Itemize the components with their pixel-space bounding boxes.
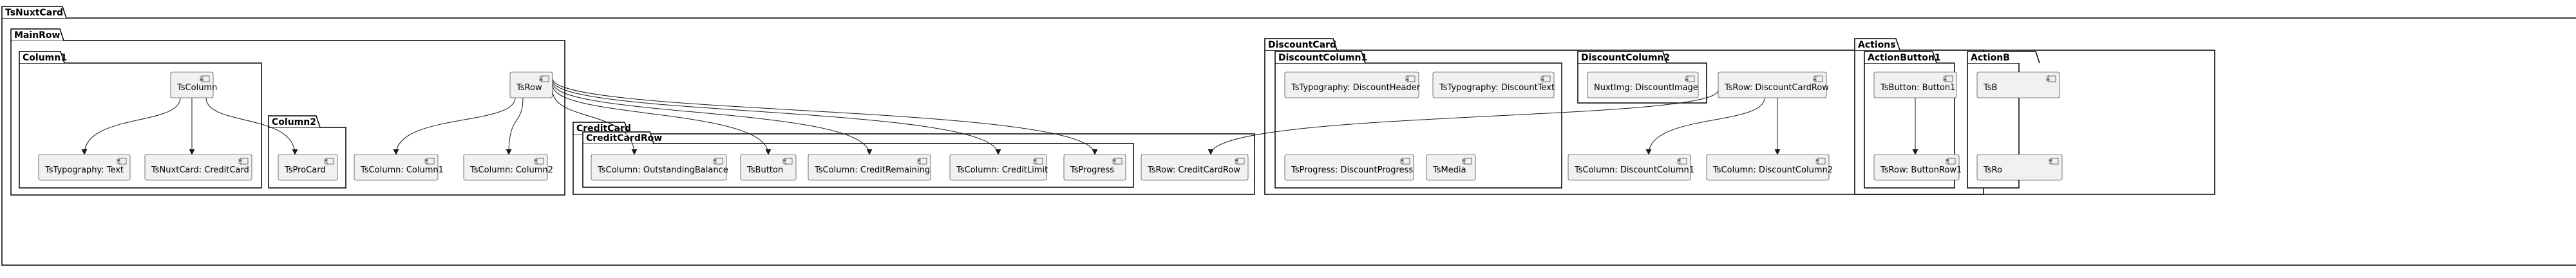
edge-tsrow-to-col_column2 (506, 97, 524, 155)
component-label: TsProgress (1070, 165, 1114, 175)
component-icon (1540, 75, 1551, 82)
component-icon (1400, 158, 1410, 165)
component-typo_discounttext[interactable]: TsTypography: DiscountText (1432, 71, 1555, 98)
component-icon (1462, 158, 1472, 165)
package-label: TsNuxtCard (5, 8, 63, 18)
component-row_creditcardrow[interactable]: TsRow: CreditCardRow (1141, 154, 1249, 181)
component-label: TsProCard (284, 165, 326, 175)
component-tsprocard[interactable]: TsProCard (278, 154, 338, 181)
component-label: TsColumn: OutstandingBalance (597, 165, 728, 175)
component-label: TsRow: CreditCardRow (1147, 165, 1240, 175)
component-col_discountcolumn2[interactable]: TsColumn: DiscountColumn2 (1706, 154, 1833, 181)
component-icon (782, 158, 793, 165)
component-tscolumn[interactable]: TsColumn (170, 71, 217, 98)
component-col_outstanding[interactable]: TsColumn: OutstandingBalance (591, 154, 728, 181)
component-icon (1815, 158, 1826, 165)
component-typo_text[interactable]: TsTypography: Text (38, 154, 131, 181)
component-tsmedia[interactable]: TsMedia (1426, 154, 1476, 181)
component-icon (1405, 75, 1416, 82)
component-icon (534, 158, 544, 165)
component-label: TsTypography: Text (44, 165, 124, 175)
component-row_partial[interactable]: TsRo (1976, 154, 2063, 181)
component-label: TsRow: DiscountCardRow (1724, 83, 1829, 93)
package-label: DiscountCard (1268, 40, 1336, 50)
component-icon (1813, 75, 1823, 82)
package-label: Column2 (272, 117, 316, 127)
component-col_creditremaining[interactable]: TsColumn: CreditRemaining (808, 154, 931, 181)
component-label: TsButton (746, 165, 783, 175)
package-label: DiscountColumn2 (1581, 53, 1670, 63)
component-icon (117, 158, 127, 165)
component-label: TsRow: ButtonRow1 (1880, 165, 1962, 175)
component-icon (1235, 158, 1245, 165)
component-label: TsNuxtCard: CreditCard (151, 165, 249, 175)
package-label: ActionButton1 (1868, 53, 1941, 63)
component-icon (713, 158, 723, 165)
component-label: TsColumn: Column1 (360, 165, 444, 175)
component-tsprogress[interactable]: TsProgress (1063, 154, 1126, 181)
component-label: TsColumn: DiscountColumn2 (1712, 165, 1833, 175)
component-icon (1677, 158, 1687, 165)
edge-tsrow-to-col_outstanding (552, 89, 638, 155)
component-row_buttonrow1[interactable]: TsRow: ButtonRow1 (1873, 154, 1962, 181)
package-label: Column1 (23, 53, 67, 63)
edge-tsrow-to-tsprogress (552, 78, 1098, 155)
component-icon (2046, 75, 2056, 82)
edge-tsrow-to-col_creditremaining (552, 82, 873, 155)
component-typo_discountheader[interactable]: TsTypography: DiscountHeader (1284, 71, 1421, 98)
component-label: TsColumn: DiscountColumn1 (1574, 165, 1694, 175)
component-label: TsButton: Button1 (1880, 83, 1955, 93)
component-icon (238, 158, 249, 165)
component-icon (917, 158, 927, 165)
package-label: MainRow (14, 30, 61, 41)
component-icon (1943, 75, 1953, 82)
component-label: TsTypography: DiscountHeader (1291, 83, 1421, 93)
component-col_discountcolumn1[interactable]: TsColumn: DiscountColumn1 (1567, 154, 1694, 181)
component-label: TsB (1983, 83, 1997, 93)
component-label: TsRo (1983, 165, 2002, 175)
component-col_column1[interactable]: TsColumn: Column1 (354, 154, 444, 181)
component-icon (324, 158, 334, 165)
component-icon (1112, 158, 1122, 165)
component-button_b_partial[interactable]: TsB (1976, 71, 2060, 98)
component-tsbutton[interactable]: TsButton (740, 154, 797, 181)
component-icon (424, 158, 435, 165)
component-label: TsColumn: CreditRemaining (814, 165, 930, 175)
component-icon (2049, 158, 2059, 165)
component-nuxtcard_credit[interactable]: TsNuxtCard: CreditCard (144, 154, 252, 181)
package-label: CreditCard (576, 124, 631, 134)
edge-row_discountcardrow-to-row_creditcardrow (1208, 89, 1719, 155)
component-icon (1033, 158, 1043, 165)
edge-tsrow-to-tsbutton (552, 84, 772, 155)
component-row_discountcardrow[interactable]: TsRow: DiscountCardRow (1718, 71, 1829, 98)
package-label: DiscountColumn1 (1278, 53, 1367, 63)
edge-tscolumn-to-typo_text (81, 97, 181, 155)
component-progress_discount[interactable]: TsProgress: DiscountProgress (1284, 154, 1414, 181)
component-col_creditlimit[interactable]: TsColumn: CreditLimit (949, 154, 1048, 181)
component-label: TsTypography: DiscountText (1439, 83, 1555, 93)
component-label: TsColumn: Column2 (469, 165, 553, 175)
package-label: ActionB (1971, 53, 2010, 63)
edge-tsrow-to-col_column1 (393, 97, 516, 155)
package-label: Actions (1858, 40, 1896, 50)
component-nuxtimg_discount[interactable]: NuxtImg: DiscountImage (1587, 71, 1699, 98)
component-icon (200, 75, 210, 82)
component-button_button1[interactable]: TsButton: Button1 (1873, 71, 1957, 98)
component-tsrow[interactable]: TsRow (509, 71, 553, 98)
edge-row_discountcardrow-to-col_discountcolumn1 (1645, 97, 1765, 155)
edge-tsrow-to-col_creditlimit (552, 80, 1001, 155)
component-icon (1685, 75, 1695, 82)
component-label: TsRow (516, 83, 542, 93)
package-label: CreditCardRow (586, 133, 662, 144)
edge-tscolumn-to-tsprocard (205, 97, 298, 155)
component-label: TsMedia (1432, 165, 1466, 175)
component-label: TsColumn (176, 83, 217, 93)
component-icon (539, 75, 549, 82)
component-icon (1946, 158, 1956, 165)
component-col_column2[interactable]: TsColumn: Column2 (463, 154, 553, 181)
component-label: TsColumn: CreditLimit (956, 165, 1048, 175)
component-label: TsProgress: DiscountProgress (1291, 165, 1413, 175)
component-label: NuxtImg: DiscountImage (1594, 83, 1698, 93)
